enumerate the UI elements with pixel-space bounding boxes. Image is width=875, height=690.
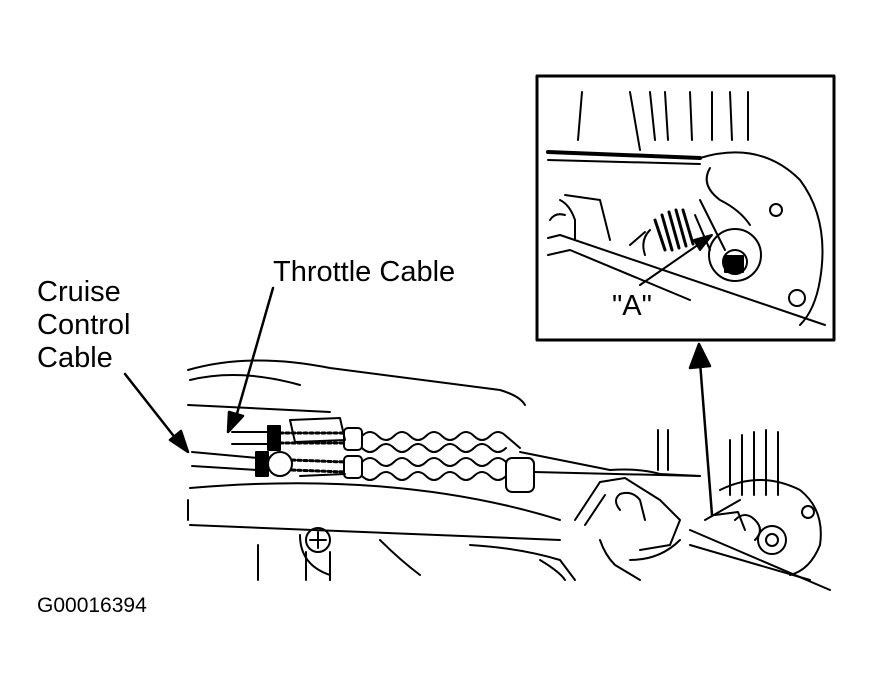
throttle-cable <box>231 425 611 471</box>
throttle-cable-leader <box>232 286 275 426</box>
cruise-control-cable-label-line1: Cruise <box>37 276 121 308</box>
cruise-cable-leader <box>123 372 182 446</box>
cruise-control-cable-label-line3: Cable <box>37 342 113 374</box>
cruise-control-cable <box>191 451 701 493</box>
throttle-body <box>657 429 831 591</box>
detail-view-leader <box>698 360 714 517</box>
figure-id: G00016394 <box>37 594 147 617</box>
detail-a-leader <box>639 239 706 286</box>
engine-background <box>187 359 576 581</box>
throttle-cable-label: Throttle Cable <box>273 256 456 288</box>
cruise-control-cable-label-line2: Control <box>37 309 131 341</box>
detail-inset <box>535 74 836 342</box>
cable-bracket <box>289 417 346 477</box>
detail-a-label: "A" <box>612 290 652 322</box>
hose-assembly <box>574 468 701 581</box>
leader-arrows <box>123 286 714 517</box>
detail-inset-frame <box>535 74 836 342</box>
